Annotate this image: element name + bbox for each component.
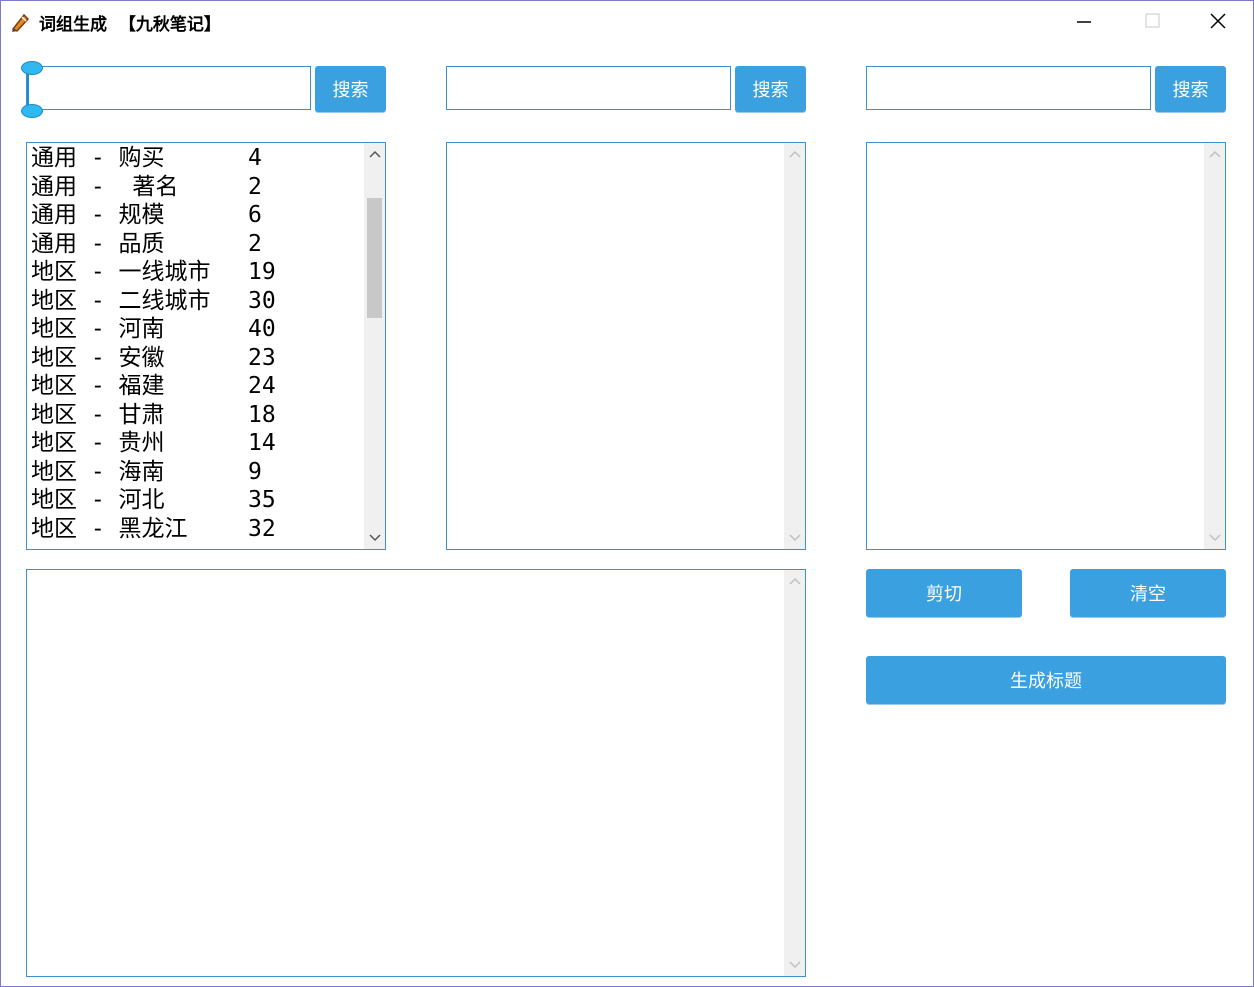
window-title: 词组生成 【九秋笔记】 [39, 15, 221, 35]
list-item-label: 地区 - 甘肃 [31, 401, 165, 428]
vertical-scrollbar[interactable] [364, 143, 385, 549]
minimize-button[interactable] [1061, 1, 1107, 41]
list-item-count: 2 [248, 173, 262, 200]
list-item[interactable]: 地区 - 二线城市 30 [31, 287, 361, 316]
list-item-label: 地区 - 贵州 [31, 430, 165, 456]
vertical-scrollbar[interactable] [784, 143, 805, 549]
list-item-label: 通用 - 规模 [31, 202, 165, 228]
list-item[interactable]: 通用 - 购买 4 [31, 144, 361, 173]
close-button[interactable] [1195, 1, 1241, 41]
list-item[interactable]: 地区 - 福建 24 [31, 372, 361, 401]
vertical-scrollbar[interactable] [784, 570, 805, 976]
list-item-count: 18 [248, 401, 276, 428]
scroll-up-icon[interactable] [784, 143, 805, 165]
list-item[interactable]: 地区 - 黑龙江 32 [31, 515, 361, 544]
list-item-label: 地区 - 黑龙江 [31, 515, 188, 542]
list-item-label: 地区 - 河南 [31, 316, 165, 342]
list-item-count: 23 [248, 344, 276, 371]
list-item-count: 35 [248, 487, 276, 513]
search-button-1[interactable]: 搜索 [315, 66, 386, 112]
selection-handle-top[interactable] [21, 61, 43, 75]
list-item[interactable]: 地区 - 安徽 23 [31, 344, 361, 373]
list-item-count: 30 [248, 287, 276, 314]
list-item[interactable]: 地区 - 河北 35 [31, 486, 361, 515]
list-item-count: 4 [248, 145, 262, 171]
close-icon [1210, 13, 1226, 29]
maximize-icon [1145, 13, 1160, 28]
list-item[interactable]: 通用 - 著名 2 [31, 173, 361, 202]
list-item-label: 地区 - 安徽 [31, 344, 165, 371]
list-item[interactable]: 通用 - 品质 2 [31, 230, 361, 259]
scroll-up-icon[interactable] [1204, 143, 1225, 165]
list-item[interactable]: 地区 - 海南 9 [31, 458, 361, 487]
selection-handle-bottom[interactable] [21, 104, 43, 118]
scroll-down-icon[interactable] [784, 954, 805, 976]
scroll-thumb[interactable] [367, 198, 382, 318]
list-item-label: 地区 - 二线城市 [31, 287, 211, 314]
scroll-up-icon[interactable] [364, 143, 385, 165]
app-icon [9, 11, 31, 33]
list-item[interactable]: 通用 - 规模 6 [31, 201, 361, 230]
list-item-count: 40 [248, 316, 276, 342]
scroll-down-icon[interactable] [784, 527, 805, 549]
keyword-listbox-2[interactable] [446, 142, 806, 550]
search-input-1[interactable] [26, 66, 311, 110]
search-button-2[interactable]: 搜索 [735, 66, 806, 112]
generate-title-button[interactable]: 生成标题 [866, 656, 1226, 704]
list-item[interactable]: 地区 - 河南 40 [31, 315, 361, 344]
title-bar: 词组生成 【九秋笔记】 [1, 1, 1253, 41]
list-item-count: 32 [248, 515, 276, 542]
list-item-label: 地区 - 福建 [31, 373, 165, 399]
list-item-label: 地区 - 河北 [31, 487, 165, 513]
list-item[interactable]: 地区 - 甘肃 18 [31, 401, 361, 430]
list-item[interactable]: 地区 - 贵州 14 [31, 429, 361, 458]
list-item-count: 14 [248, 430, 276, 456]
list-item-count: 9 [248, 458, 262, 485]
maximize-button[interactable] [1129, 1, 1175, 41]
keyword-listbox-3[interactable] [866, 142, 1226, 550]
search-input-2[interactable] [446, 66, 731, 110]
search-input-3[interactable] [866, 66, 1151, 110]
scroll-down-icon[interactable] [364, 527, 385, 549]
scroll-down-icon[interactable] [1204, 527, 1225, 549]
vertical-scrollbar[interactable] [1204, 143, 1225, 549]
list-item-count: 6 [248, 202, 262, 228]
list-item-count: 24 [248, 373, 276, 399]
list-item-label: 地区 - 一线城市 [31, 259, 211, 285]
list-item-count: 19 [248, 259, 276, 285]
clear-button[interactable]: 清空 [1070, 569, 1226, 617]
minimize-icon [1077, 21, 1091, 23]
output-textarea[interactable] [26, 569, 806, 977]
list-item-label: 通用 - 购买 [31, 145, 165, 171]
list-item-count: 2 [248, 230, 262, 257]
text-caret [27, 71, 29, 107]
list-item-label: 通用 - 著名 [31, 173, 179, 200]
list-item-label: 通用 - 品质 [31, 230, 165, 257]
list-item-label: 地区 - 海南 [31, 458, 165, 485]
search-button-3[interactable]: 搜索 [1155, 66, 1226, 112]
scroll-up-icon[interactable] [784, 570, 805, 592]
cut-button[interactable]: 剪切 [866, 569, 1022, 617]
list-item[interactable]: 地区 - 一线城市 19 [31, 258, 361, 287]
